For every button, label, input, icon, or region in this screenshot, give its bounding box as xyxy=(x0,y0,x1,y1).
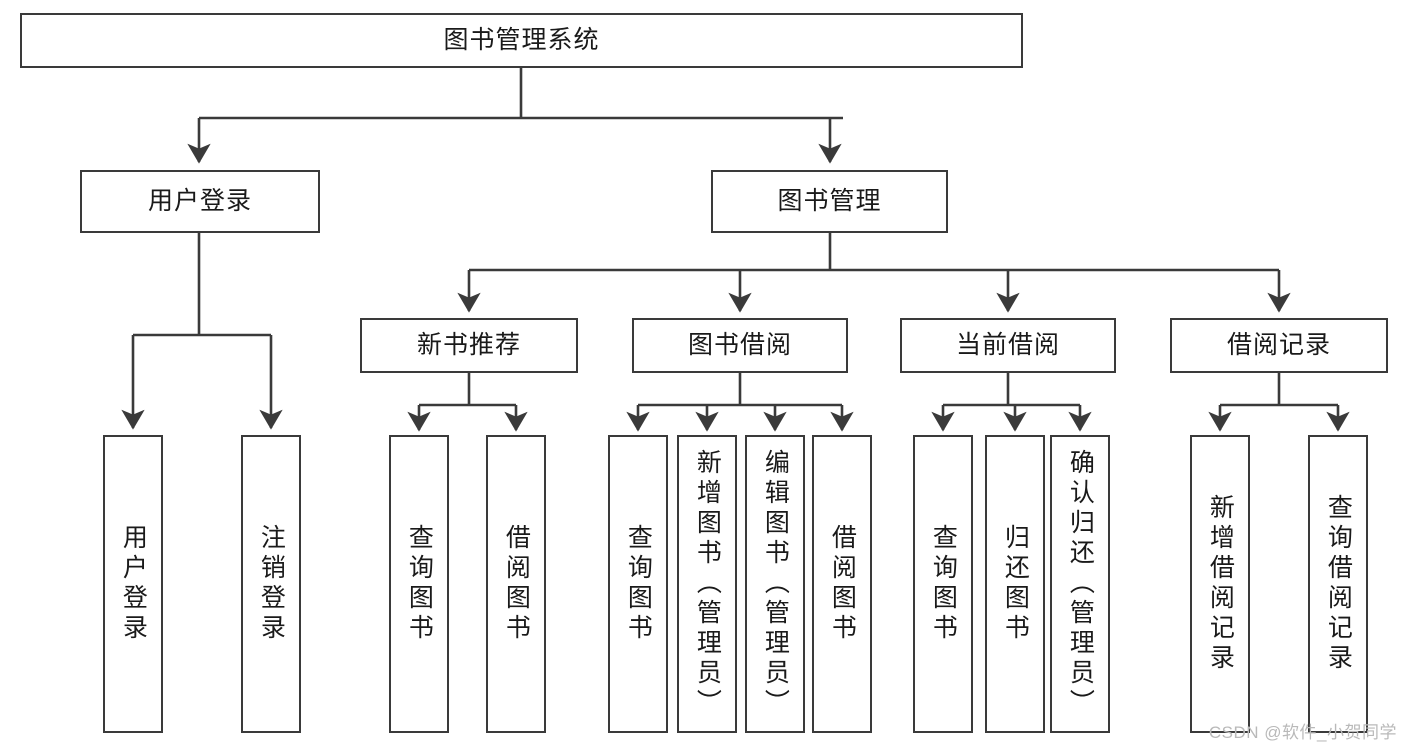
leaf-query-book-2-label: 查询图书 xyxy=(624,524,653,644)
leaf-query-book-1-label: 查询图书 xyxy=(405,524,434,644)
leaf-query-book-2[interactable]: 查询图书 xyxy=(608,435,668,733)
leaf-edit-book-label: 编辑图书（管理员） xyxy=(761,449,790,719)
leaf-add-book-label: 新增图书（管理员） xyxy=(693,449,722,719)
leaf-query-book-3-label: 查询图书 xyxy=(929,524,958,644)
leaf-borrow-book-2-label: 借阅图书 xyxy=(828,524,857,644)
node-root-label: 图书管理系统 xyxy=(443,25,600,54)
node-borrow-record-label: 借阅记录 xyxy=(1226,330,1331,359)
leaf-add-record[interactable]: 新增借阅记录 xyxy=(1190,435,1250,733)
leaf-borrow-book-2[interactable]: 借阅图书 xyxy=(812,435,872,733)
node-new-book-recommend[interactable]: 新书推荐 xyxy=(360,318,578,373)
node-current-borrow[interactable]: 当前借阅 xyxy=(900,318,1116,373)
node-new-book-recommend-label: 新书推荐 xyxy=(416,330,521,359)
node-borrow-record[interactable]: 借阅记录 xyxy=(1170,318,1388,373)
node-book-manage-label: 图书管理 xyxy=(777,186,882,215)
leaf-borrow-book-1-label: 借阅图书 xyxy=(502,524,531,644)
leaf-query-record[interactable]: 查询借阅记录 xyxy=(1308,435,1368,733)
leaf-add-record-label: 新增借阅记录 xyxy=(1206,494,1235,674)
leaf-query-record-label: 查询借阅记录 xyxy=(1324,494,1353,674)
node-book-borrow-label: 图书借阅 xyxy=(687,330,792,359)
leaf-logout-label: 注销登录 xyxy=(257,524,286,644)
node-user-login-label: 用户登录 xyxy=(147,186,252,215)
leaf-user-login-label: 用户登录 xyxy=(119,524,148,644)
leaf-logout[interactable]: 注销登录 xyxy=(241,435,301,733)
leaf-edit-book[interactable]: 编辑图书（管理员） xyxy=(745,435,805,733)
leaf-confirm-return-label: 确认归还（管理员） xyxy=(1066,449,1095,719)
node-book-borrow[interactable]: 图书借阅 xyxy=(632,318,848,373)
node-root[interactable]: 图书管理系统 xyxy=(20,13,1023,68)
leaf-return-book-label: 归还图书 xyxy=(1001,524,1030,644)
leaf-add-book[interactable]: 新增图书（管理员） xyxy=(677,435,737,733)
leaf-query-book-3[interactable]: 查询图书 xyxy=(913,435,973,733)
leaf-query-book-1[interactable]: 查询图书 xyxy=(389,435,449,733)
leaf-borrow-book-1[interactable]: 借阅图书 xyxy=(486,435,546,733)
csdn-watermark: CSDN @软件_小贺同学 xyxy=(1208,723,1397,742)
node-current-borrow-label: 当前借阅 xyxy=(955,330,1060,359)
leaf-user-login[interactable]: 用户登录 xyxy=(103,435,163,733)
leaf-confirm-return[interactable]: 确认归还（管理员） xyxy=(1050,435,1110,733)
node-book-manage[interactable]: 图书管理 xyxy=(711,170,948,233)
node-user-login[interactable]: 用户登录 xyxy=(80,170,320,233)
leaf-return-book[interactable]: 归还图书 xyxy=(985,435,1045,733)
